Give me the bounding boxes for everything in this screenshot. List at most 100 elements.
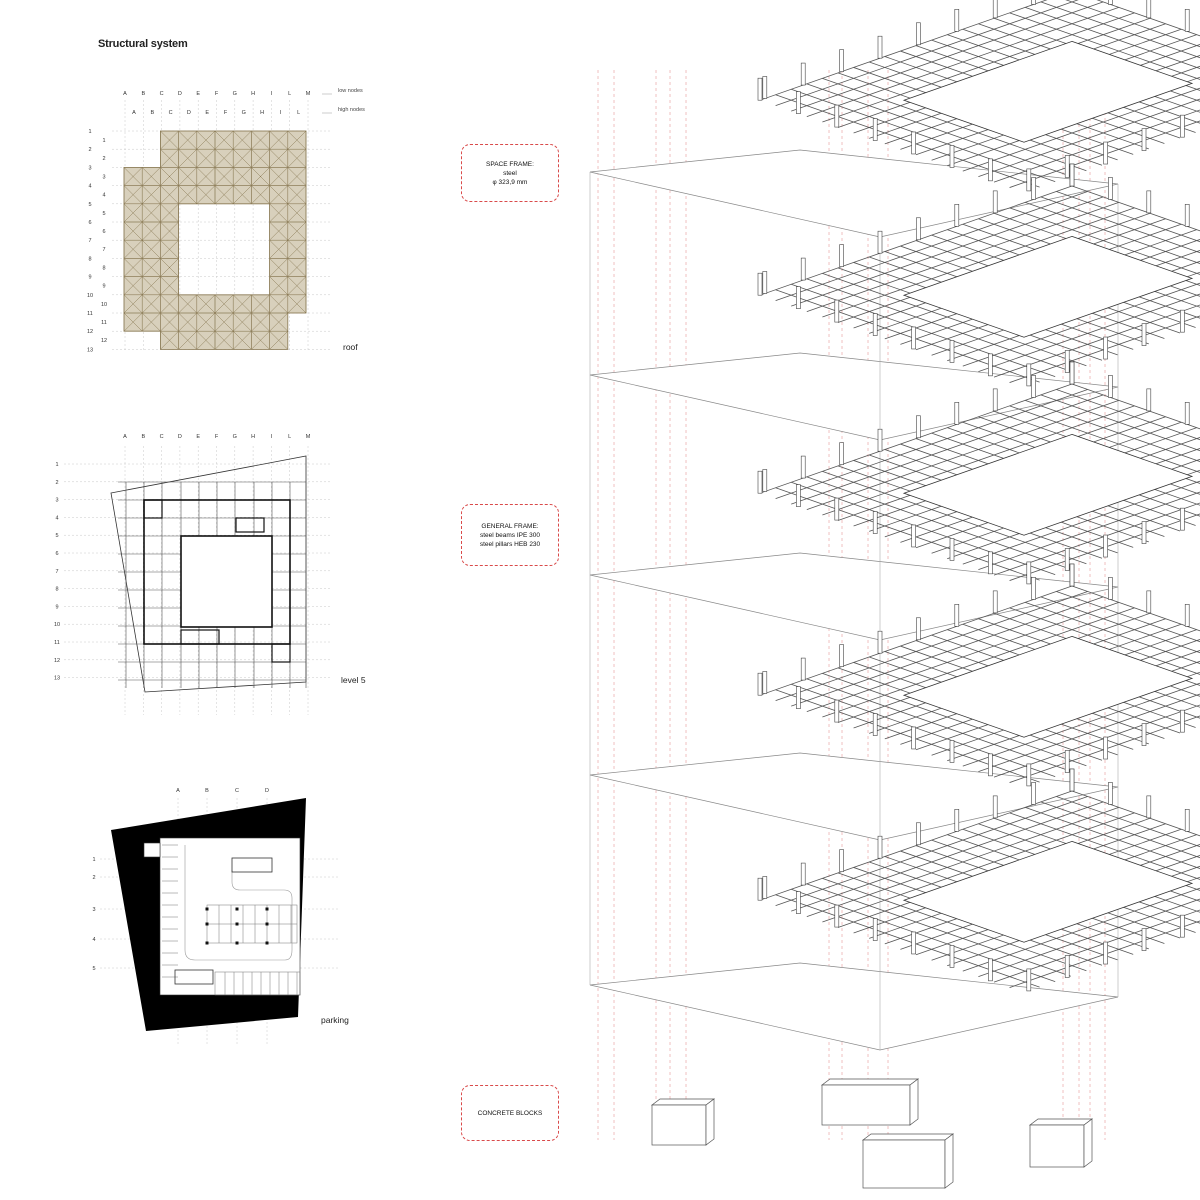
steel-pillar <box>757 77 763 101</box>
steel-pillar <box>954 204 960 227</box>
lattice-diagonal <box>287 130 307 150</box>
row-label-high: 10 <box>101 302 107 308</box>
steel-pillar <box>839 49 844 72</box>
frame-beam <box>1096 0 1200 37</box>
steel-pillar <box>1180 914 1185 938</box>
frame-beam <box>1071 383 1200 430</box>
row-label-high: 7 <box>102 247 105 253</box>
steel-pillar <box>992 795 998 819</box>
column-label: C <box>160 434 164 440</box>
lattice-diagonal <box>160 276 179 295</box>
lattice-diagonal <box>123 221 143 241</box>
steel-pillar <box>1069 563 1075 587</box>
frame-beam <box>1025 602 1200 664</box>
steel-pillar <box>877 35 883 59</box>
steel-pillar <box>877 428 883 452</box>
steel-pillar <box>988 353 993 377</box>
lattice-diagonal <box>123 240 143 259</box>
space-frame-line-3: φ 323,9 mm <box>492 178 528 186</box>
general-frame-line-1: GENERAL FRAME: <box>481 522 539 530</box>
row-label-high: 5 <box>102 211 105 217</box>
frame-beam <box>1065 0 1200 48</box>
column-label-low: D <box>178 91 182 97</box>
pillar <box>235 941 239 945</box>
lattice-diagonal <box>160 294 179 314</box>
lattice-diagonal <box>142 203 161 223</box>
lattice-diagonal <box>160 221 179 241</box>
steel-pillar <box>1064 155 1070 178</box>
row-label: 13 <box>54 676 60 682</box>
frame-beam <box>1009 12 1200 80</box>
steel-pillar <box>1141 521 1147 544</box>
general-frame-callout: GENERAL FRAME: steel beams IPE 300 steel… <box>461 504 559 566</box>
row-label-low: 10 <box>87 293 93 299</box>
row-label-low: 3 <box>88 165 91 171</box>
lattice-diagonal <box>123 258 143 277</box>
legend-high-nodes: high nodes <box>338 107 365 113</box>
concrete-block-side <box>1083 1118 1093 1168</box>
lattice-diagonal <box>287 276 307 295</box>
general-frame-line-2: steel beams IPE 300 <box>480 531 540 539</box>
frame-beam <box>1025 807 1200 869</box>
row-label: 2 <box>92 875 95 881</box>
frame-beam <box>791 283 1056 378</box>
column-label-low: E <box>196 91 200 97</box>
frame-beam <box>822 877 1087 972</box>
lattice-diagonal <box>287 149 307 168</box>
steel-pillar <box>800 455 806 479</box>
steel-pillar <box>1180 114 1185 138</box>
core <box>143 499 163 519</box>
frame-beam <box>806 678 1071 772</box>
lattice-diagonal <box>251 294 270 314</box>
steel-pillar <box>916 22 921 46</box>
lattice-diagonal <box>269 331 288 350</box>
column-label-low: A <box>123 91 127 97</box>
pillar <box>205 922 209 926</box>
row-label: 8 <box>55 587 58 593</box>
frame-beam <box>791 88 1056 183</box>
steel-pillar <box>949 740 955 763</box>
frame-beam <box>806 83 1071 177</box>
lattice-diagonal <box>251 149 270 168</box>
steel-pillar <box>839 244 844 267</box>
concrete-blocks-callout: CONCRETE BLOCKS <box>461 1085 559 1141</box>
steel-pillar <box>800 862 806 886</box>
steel-pillar <box>877 835 883 859</box>
frame-beam <box>775 94 1040 188</box>
row-label: 4 <box>92 937 95 943</box>
frame-beam <box>1009 405 1200 473</box>
frame-beam <box>1025 7 1200 69</box>
row-label: 11 <box>54 640 60 646</box>
frame-beam <box>1025 202 1200 264</box>
lattice-diagonal <box>269 167 288 186</box>
frame-beam <box>1040 801 1200 859</box>
frame-beam <box>1040 1 1200 59</box>
lattice-diagonal <box>233 294 252 314</box>
steel-pillar <box>1031 0 1036 5</box>
row-label-low: 8 <box>88 256 91 262</box>
row-label-low: 6 <box>88 220 91 226</box>
steel-pillar <box>1146 190 1152 214</box>
column-label-high: D <box>187 110 191 116</box>
parking-plan-label: parking <box>321 1015 349 1025</box>
frame-beam <box>822 77 1087 172</box>
level5-courtyard <box>180 535 273 628</box>
lattice-diagonal <box>287 258 307 277</box>
space-frame-line-2: steel <box>503 169 517 177</box>
row-label: 5 <box>92 966 95 972</box>
steel-pillar <box>1103 941 1108 965</box>
lattice-diagonal <box>178 294 197 314</box>
lattice-diagonal <box>196 331 216 350</box>
steel-pillar <box>800 257 806 281</box>
row-label-low: 11 <box>87 311 93 317</box>
column-label-high: B <box>150 110 154 116</box>
steel-pillar <box>877 630 883 654</box>
row-label-high: 11 <box>101 320 107 326</box>
frame-beam <box>1071 790 1200 837</box>
lattice-diagonal <box>233 185 252 204</box>
frame-beam <box>1071 185 1200 232</box>
steel-pillar <box>1069 163 1075 187</box>
lattice-diagonal <box>160 149 179 168</box>
frame-beam <box>1056 591 1200 643</box>
steel-pillar <box>1064 750 1070 773</box>
